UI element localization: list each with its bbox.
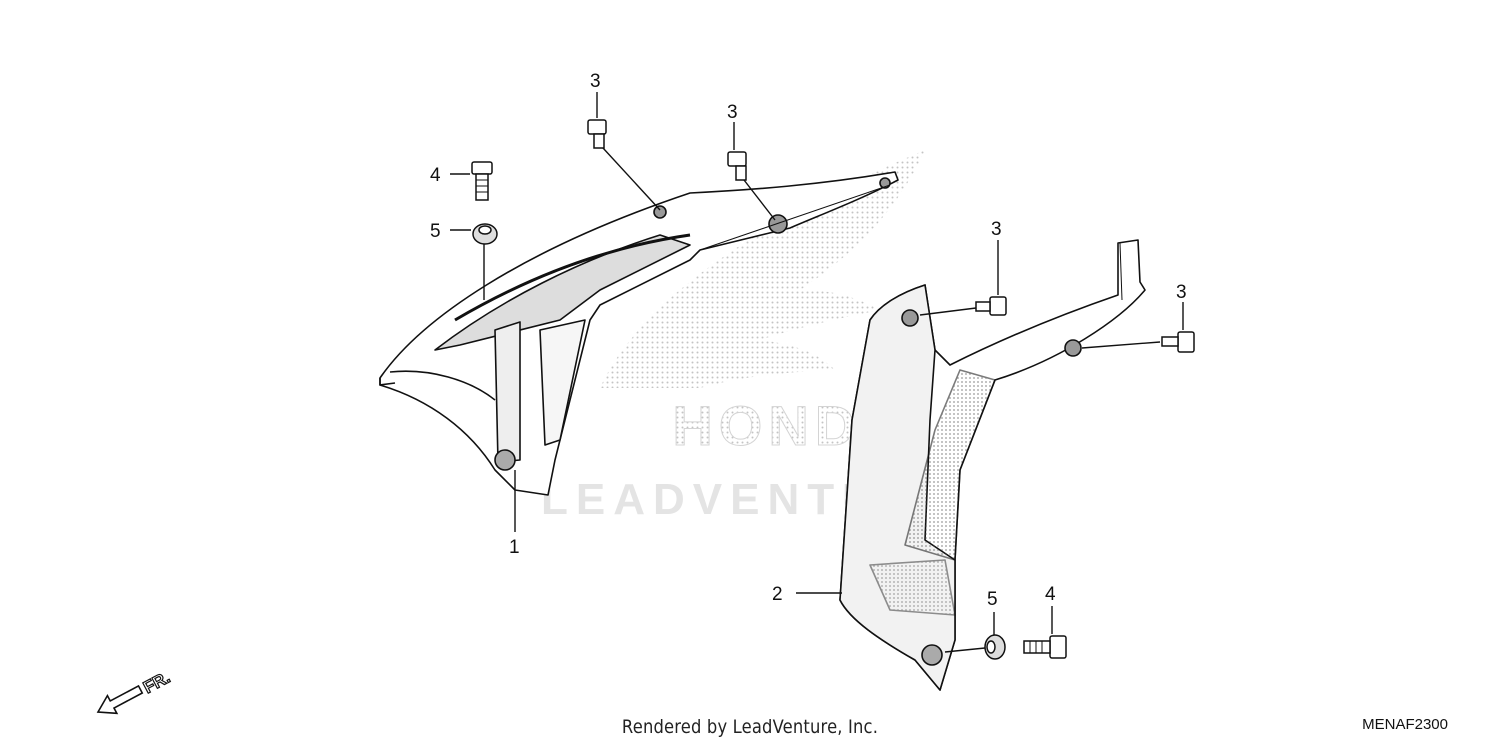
fastener-bolt-4-left[interactable] — [471, 161, 493, 201]
callout-4-left: 4 — [430, 165, 441, 186]
fastener-bolt-3-right-a[interactable] — [975, 296, 1007, 316]
fastener-bolt-3-top-right[interactable] — [727, 151, 747, 181]
arrow-left-icon — [96, 684, 144, 715]
callout-3-right-a: 3 — [991, 219, 1002, 240]
callout-3-top-left: 3 — [590, 71, 601, 92]
fastener-collar-5-right[interactable] — [984, 634, 1006, 660]
callout-3-right-b: 3 — [1176, 282, 1187, 303]
fastener-bolt-3-right-b[interactable] — [1161, 331, 1195, 353]
fastener-collar-5-left[interactable] — [472, 223, 498, 245]
callout-5-left: 5 — [430, 221, 441, 242]
front-label: FR. — [140, 668, 173, 698]
callout-3-top-right: 3 — [727, 102, 738, 123]
fastener-bolt-4-right[interactable] — [1023, 635, 1067, 659]
callout-labels: 4 5 3 3 1 3 3 2 5 4 — [430, 71, 1187, 610]
callout-1: 1 — [509, 537, 520, 558]
radiator-shroud-right[interactable] — [839, 239, 1146, 691]
leader-lines — [450, 92, 1184, 653]
rendered-by-footer: Rendered by LeadVenture, Inc. — [621, 716, 879, 738]
callout-5-right: 5 — [987, 589, 998, 610]
diagram-code: MENAF2300 — [1362, 716, 1448, 733]
wing-watermark-icon — [600, 150, 925, 388]
callout-4-right: 4 — [1045, 584, 1056, 605]
fastener-bolt-3-top-left[interactable] — [587, 119, 607, 149]
radiator-shroud-left[interactable] — [379, 171, 899, 496]
front-direction-indicator: FR. — [96, 667, 174, 715]
callout-2: 2 — [772, 584, 783, 605]
